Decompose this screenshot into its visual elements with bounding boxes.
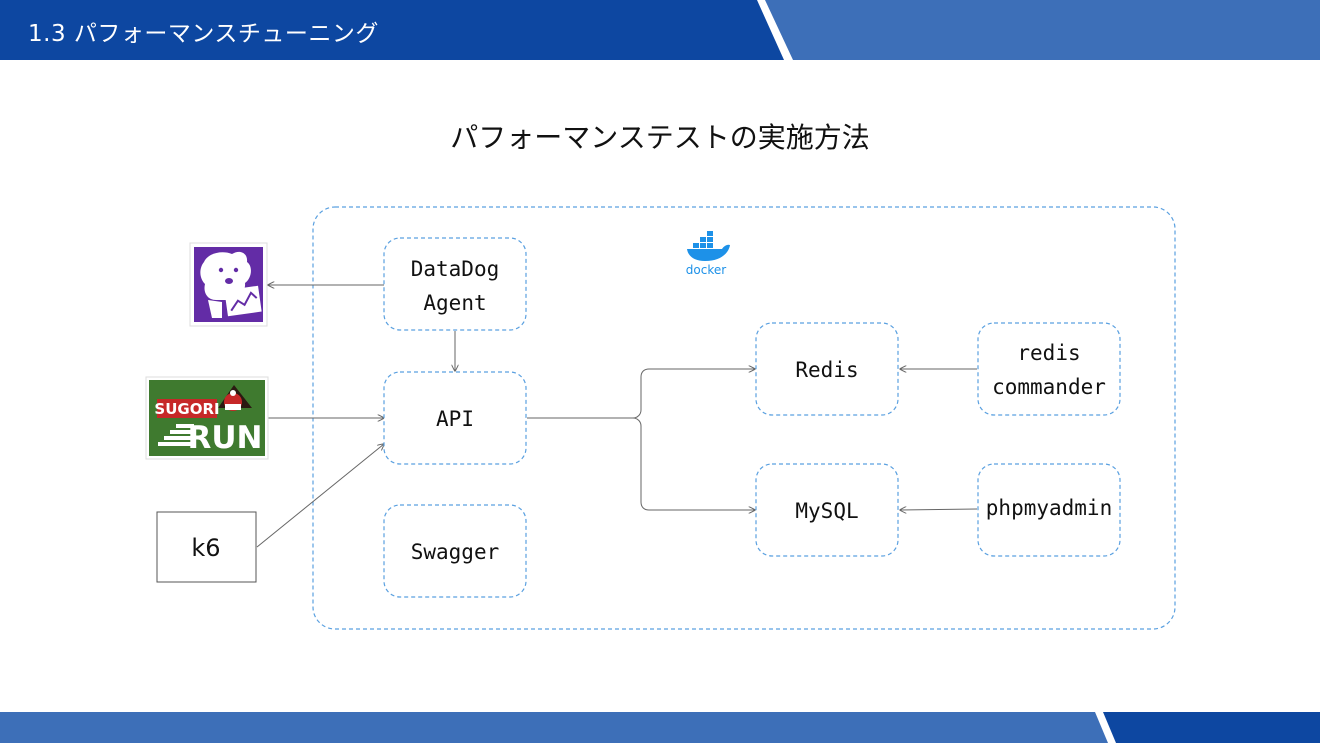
node-api: API [383,371,527,465]
node-datadog-agent-line2: Agent [423,291,486,315]
edge-api-trunk [527,369,755,419]
docker-whale-icon [687,231,730,261]
node-mysql-label: MySQL [795,499,858,523]
edge-k6-to-api [256,444,384,548]
node-datadog-agent: DataDog Agent [383,237,527,331]
datadog-logo [189,242,268,327]
header-secondary-shape [765,0,1320,60]
sugori-stair-icon [158,424,194,446]
node-redis-commander-line2: commander [992,375,1106,399]
docker-logo: docker [686,231,730,277]
footer-secondary-shape [0,712,1108,743]
node-mysql: MySQL [755,463,899,557]
node-redis: Redis [755,322,899,416]
k6-label: k6 [191,534,220,562]
header-primary-shape [0,0,784,60]
header-band [0,0,1320,60]
footer-primary-shape [1103,712,1320,743]
sugori-run-logo: SUGORI RUN [145,376,269,460]
sugori-run-top-text: SUGORI [154,400,219,418]
docker-logo-text: docker [686,263,726,277]
node-phpmyadmin: phpmyadmin [977,463,1121,557]
slide-title: パフォーマンステストの実施方法 [450,121,870,154]
node-datadog-agent-line1: DataDog [411,257,500,281]
edge-api-to-mysql [632,417,755,510]
sugori-run-main-text: RUN [188,420,263,456]
edge-phpmyadmin-to-mysql [900,509,978,510]
sugori-runner-icon [218,385,252,411]
connections [256,285,978,548]
header-title: 1.3 パフォーマンスチューニング [28,21,379,47]
datadog-dog-icon [194,247,263,322]
node-redis-commander: redis commander [977,322,1121,416]
footer-band [0,712,1320,743]
node-redis-commander-line1: redis [1017,341,1080,365]
k6-box: k6 [156,511,257,583]
node-redis-label: Redis [795,358,858,382]
node-swagger-label: Swagger [411,540,500,564]
node-phpmyadmin-label: phpmyadmin [986,496,1112,520]
node-api-label: API [436,407,474,431]
node-swagger: Swagger [383,504,527,598]
